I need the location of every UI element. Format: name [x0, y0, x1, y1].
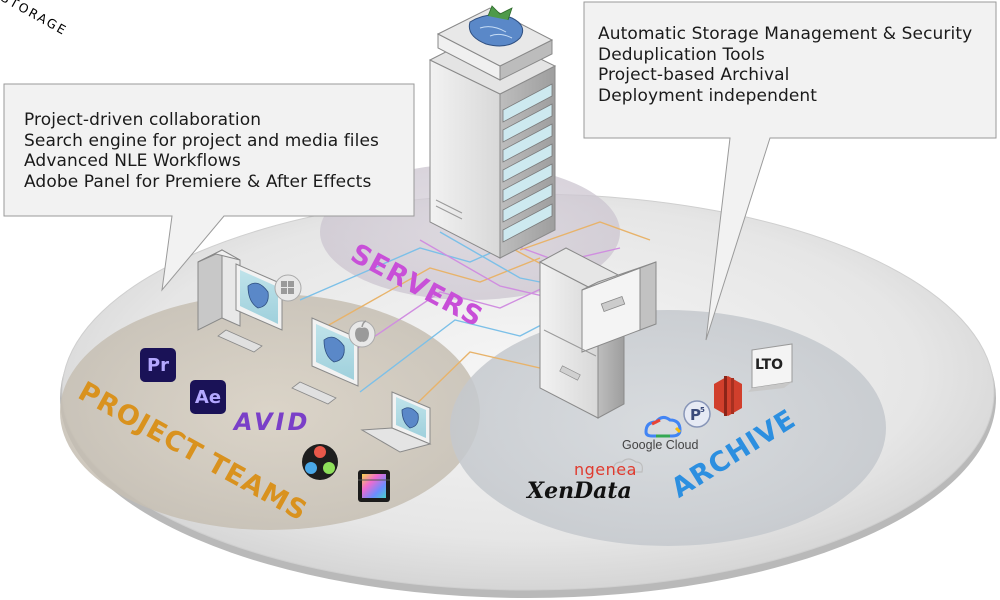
feature-line: Project-based Archival	[598, 65, 790, 85]
feature-line: Adobe Panel for Premiere & After Effects	[24, 171, 372, 192]
feature-line: Advanced NLE Workflows	[24, 151, 241, 171]
feature-line: Deployment independent	[598, 85, 818, 106]
svg-text:5: 5	[700, 406, 705, 414]
archive-cabinet	[538, 247, 657, 419]
windows-icon	[274, 274, 302, 302]
avid-logo: AVID	[234, 408, 311, 436]
left-callout-text: Project-driven collaboration Search engi…	[24, 110, 379, 192]
storage-server-tower	[428, 5, 557, 259]
final-cut-pro-icon	[358, 470, 390, 502]
feature-line: Project-driven collaboration	[24, 110, 262, 130]
google-cloud-icon	[644, 415, 682, 438]
right-callout-bubble	[583, 1, 997, 341]
google-cloud-label: Google Cloud	[622, 438, 699, 452]
after-effects-icon: Ae	[190, 380, 226, 414]
ngenea-cloud-icon	[613, 458, 643, 473]
apple-icon	[348, 320, 376, 348]
workstation-laptop	[360, 391, 432, 453]
lto-label: LTO	[755, 357, 784, 373]
svg-text:P: P	[690, 406, 701, 424]
workstation-mac	[291, 317, 359, 405]
p5-archive-icon: P 5	[683, 400, 711, 428]
workstation-windows	[197, 249, 283, 353]
right-callout-text: Automatic Storage Management & Security …	[598, 24, 972, 106]
amazon-s3-icon	[714, 376, 742, 416]
premiere-pro-icon: Pr	[140, 348, 176, 382]
ngenea-label: ngenea	[574, 460, 637, 479]
feature-line: Search engine for project and media file…	[24, 130, 379, 151]
lto-tape-icon	[748, 343, 793, 392]
feature-line: Automatic Storage Management & Security	[598, 24, 973, 44]
davinci-resolve-icon	[302, 444, 338, 480]
left-callout-bubble	[3, 83, 415, 292]
xendata-label: XenData	[527, 478, 632, 504]
feature-line: Deduplication Tools	[598, 44, 765, 65]
